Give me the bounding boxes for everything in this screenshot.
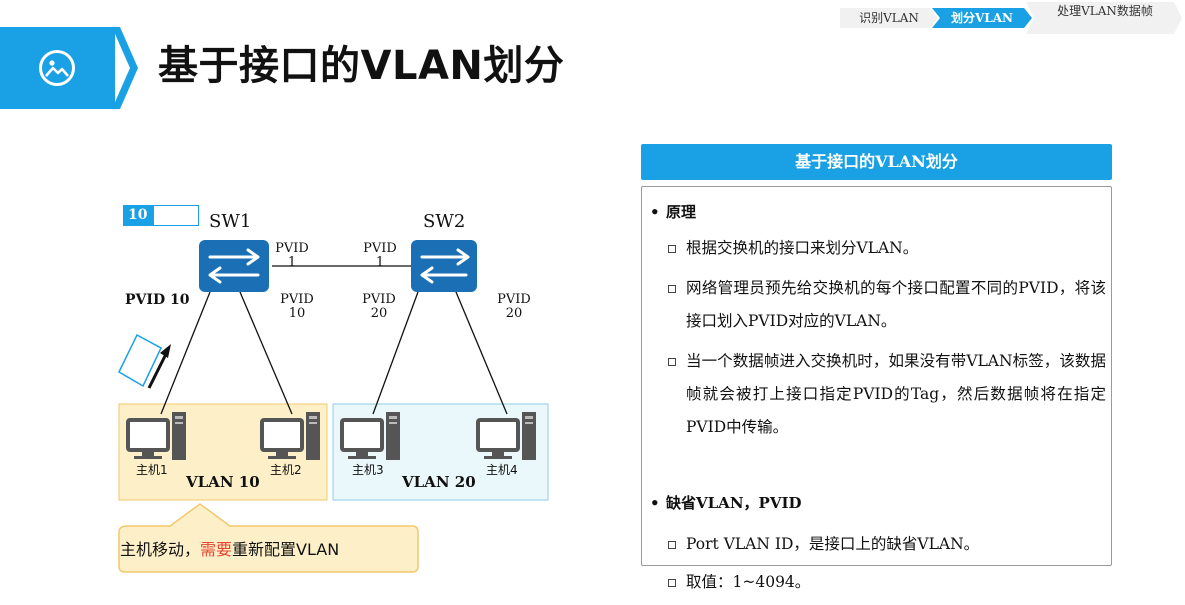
host2-computer-icon[interactable] [260,412,320,460]
list-item: 网络管理员预先给交换机的每个接口配置不同的PVID，将该接口划入PVID对应的V… [668,272,1106,338]
diagram-canvas [118,240,549,573]
list-item: Port VLAN ID，是接口上的缺省VLAN。 [668,528,1106,561]
host1-label: 主机1 [136,463,168,477]
breadcrumb: 识别VLAN 划分VLAN 处理VLAN数据帧 [840,2,1182,34]
host4-computer-icon[interactable] [476,412,536,460]
upward-arrow-icon [147,344,171,389]
bullet-dot: • [650,494,660,512]
default-item-2: 取值：1~4094。 [686,573,811,591]
callout-after: 重新配置VLAN [232,540,340,559]
sw2-left-pvid-label: PVID 20 [362,292,396,321]
callout-text: 主机移动，需要重新配置VLAN [120,530,339,570]
page-title: 基于接口的VLAN划分 [158,43,565,89]
sw1-switch-icon[interactable] [199,240,269,292]
title-accent-band [0,27,115,109]
sw2-right-pvid-label: PVID 20 [497,292,531,321]
title-chevron-icon [112,27,138,109]
sw2-switch-icon[interactable] [411,240,477,292]
square-bullet-icon [668,579,676,587]
panel-header: 基于接口的VLAN划分 [641,144,1112,180]
image-icon [39,50,75,86]
square-bullet-icon [668,358,676,366]
host2-label: 主机2 [270,463,302,477]
host3-label: 主机3 [352,463,384,477]
sw2-trunk-pvid-label: PVID 1 [363,241,397,270]
breadcrumb-step-divide-vlan[interactable]: 划分VLAN [932,8,1032,28]
link-sw1-host1 [160,291,211,415]
sw2-label: SW2 [423,211,466,232]
section-principle-label: 原理 [666,203,697,221]
principle-item-3: 当一个数据帧进入交换机时，如果没有带VLAN标签，该数据帧就会被打上接口指定PV… [686,352,1106,436]
callout-bubble [118,503,419,573]
callout-highlight: 需要 [200,540,233,559]
network-diagram: 10 SW1 SW2 PVID 10 PVID 1 PVID 1 PVID 10… [118,205,549,573]
breadcrumb-step-process-frames[interactable]: 处理VLAN数据帧 [1026,2,1182,34]
vlan20-label: VLAN 20 [402,473,476,491]
section-default-vlan-label: 缺省VLAN，PVID [666,494,802,512]
panel-body [641,186,1112,566]
callout-before: 主机移动， [120,540,201,559]
data-frame-icon [118,333,162,388]
host1-computer-icon[interactable] [126,412,186,460]
vlan10-label: VLAN 10 [186,473,260,491]
bullet-dot: • [650,203,660,221]
links [160,265,508,415]
link-sw1-host2 [239,291,293,415]
frame-tag-value: 10 [124,206,154,225]
default-item-1: Port VLAN ID，是接口上的缺省VLAN。 [686,535,980,553]
sw1-label: SW1 [209,211,252,232]
square-bullet-icon [668,541,676,549]
section-principle-heading: • 原理 [650,199,696,225]
square-bullet-icon [668,245,676,253]
list-item: 当一个数据帧进入交换机时，如果没有带VLAN标签，该数据帧就会被打上接口指定PV… [668,345,1106,444]
host4-label: 主机4 [486,463,518,477]
sw1-trunk-pvid-label: PVID 1 [275,241,309,270]
principle-item-2: 网络管理员预先给交换机的每个接口配置不同的PVID，将该接口划入PVID对应的V… [686,279,1106,330]
frame-tag-box: 10 [123,205,199,226]
square-bullet-icon [668,285,676,293]
section-default-vlan-heading: • 缺省VLAN，PVID [650,490,801,516]
breadcrumb-step-identify-vlan[interactable]: 识别VLAN [840,8,938,28]
principle-item-1: 根据交换机的接口来划分VLAN。 [686,239,919,257]
list-item: 根据交换机的接口来划分VLAN。 [668,232,1106,265]
host3-computer-icon[interactable] [340,412,400,460]
sw1-right-pvid-label: PVID 10 [280,292,314,321]
pvid10-left-label: PVID 10 [125,292,190,308]
link-sw2-host3 [372,291,419,415]
list-item: 取值：1~4094。 [668,566,1106,599]
link-sw2-host4 [455,291,508,415]
